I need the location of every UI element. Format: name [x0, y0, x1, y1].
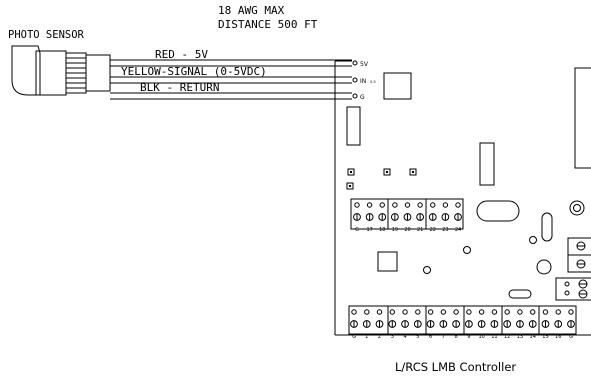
- sensor-label: PHOTO SENSOR: [8, 29, 85, 41]
- terminal-label: 14: [530, 334, 536, 340]
- terminal-top-hole: [404, 202, 411, 208]
- terminal-top-hole: [530, 309, 536, 315]
- terminal-top-hole: [389, 309, 395, 315]
- terminal-label: 23: [442, 227, 448, 233]
- terminal-label: G: [352, 334, 356, 340]
- mounting-hole: [569, 200, 585, 216]
- right-terminal-block: [555, 237, 591, 301]
- led-indicators: [346, 168, 417, 190]
- terminal-label: 15: [542, 334, 548, 340]
- pin-label-g: G: [360, 94, 365, 101]
- pin-label-5v: 5V: [360, 61, 369, 68]
- lower-screws: [350, 309, 575, 328]
- photo-sensor: [11, 45, 111, 96]
- terminal-top-hole: [376, 309, 383, 315]
- terminal-label: G: [355, 227, 359, 233]
- terminal-label: 6: [429, 334, 432, 340]
- upper-terminal-labels: G 17 18 19 20 21 22 23 24: [355, 227, 461, 233]
- terminal-top-hole: [417, 202, 423, 208]
- terminal-label: 17: [366, 227, 372, 233]
- terminal-top-hole: [364, 309, 370, 315]
- header-distance: DISTANCE 500 FT: [218, 18, 318, 31]
- terminal-top-hole: [555, 309, 561, 315]
- header-awg: 18 AWG MAX: [218, 4, 285, 17]
- terminal-top-hole: [491, 309, 498, 315]
- terminal-top-hole: [517, 309, 523, 315]
- wire-label-red: RED - 5V: [155, 48, 208, 61]
- wire-label-yellow: YELLOW-SIGNAL (0-5VDC): [121, 65, 267, 78]
- small-slot: [508, 289, 532, 299]
- terminal-label: 19: [392, 227, 398, 233]
- terminal-label: 13: [517, 334, 523, 340]
- vertical-part-left: [346, 106, 361, 146]
- terminal-label: 7: [442, 334, 445, 340]
- terminal-label: 9: [467, 334, 470, 340]
- terminal-top-hole: [415, 309, 421, 315]
- terminal-block-upper: [350, 198, 464, 230]
- wire-label-black: BLK - RETURN: [140, 81, 219, 94]
- jumper-block: [383, 72, 412, 100]
- oval-slot: [476, 200, 520, 222]
- wire-yellow: [110, 76, 352, 84]
- wire-red: [110, 59, 352, 67]
- terminal-label: 24: [455, 227, 461, 233]
- terminal-label: 11: [491, 334, 497, 340]
- pin-label-tiny: 0-5: [370, 80, 376, 84]
- vertical-slot: [541, 212, 553, 242]
- terminal-label: 21: [417, 227, 423, 233]
- caption: L/RCS LMB Controller: [395, 360, 516, 374]
- terminal-top-hole: [379, 202, 385, 208]
- terminal-label: 10: [478, 334, 484, 340]
- terminal-label: 2: [378, 334, 381, 340]
- terminal-top-hole: [366, 202, 373, 208]
- terminal-top-hole: [354, 202, 360, 208]
- terminal-top-hole: [402, 309, 408, 315]
- terminal-label: 1: [365, 334, 368, 340]
- hole-a: [463, 246, 471, 254]
- hole-b: [529, 236, 537, 244]
- terminal-label: 3: [391, 334, 394, 340]
- terminal-block-lower: [348, 305, 577, 335]
- terminal-label: 5: [416, 334, 419, 340]
- terminal-label: 16: [555, 334, 561, 340]
- wire-black: [110, 92, 352, 100]
- terminal-top-hole: [466, 309, 472, 315]
- terminal-label: 12: [504, 334, 510, 340]
- terminal-label: G: [569, 334, 573, 340]
- terminal-label: 20: [404, 227, 410, 233]
- pin-label-in: IN: [360, 78, 366, 85]
- vertical-part-mid: [479, 142, 495, 186]
- terminal-label: 18: [379, 227, 385, 233]
- hole-d: [536, 259, 552, 275]
- terminal-top-hole: [442, 202, 449, 208]
- terminal-label: 8: [455, 334, 458, 340]
- terminal-top-hole: [453, 309, 459, 315]
- terminal-label: 22: [430, 227, 436, 233]
- terminal-top-hole: [427, 309, 434, 315]
- upper-screws: [353, 202, 462, 221]
- terminal-label: 4: [403, 334, 406, 340]
- terminal-top-hole: [351, 309, 357, 315]
- right-component: [574, 67, 591, 169]
- terminal-top-hole: [478, 309, 485, 315]
- terminal-top-hole: [504, 309, 510, 315]
- terminal-top-hole: [455, 202, 461, 208]
- terminal-top-hole: [392, 202, 398, 208]
- pin-terminals: [352, 60, 358, 99]
- terminal-top-hole: [430, 202, 436, 208]
- hole-c: [423, 266, 431, 274]
- terminal-top-hole: [568, 309, 574, 315]
- square-component: [377, 251, 398, 272]
- terminal-top-hole: [440, 309, 447, 315]
- terminal-top-hole: [542, 309, 549, 315]
